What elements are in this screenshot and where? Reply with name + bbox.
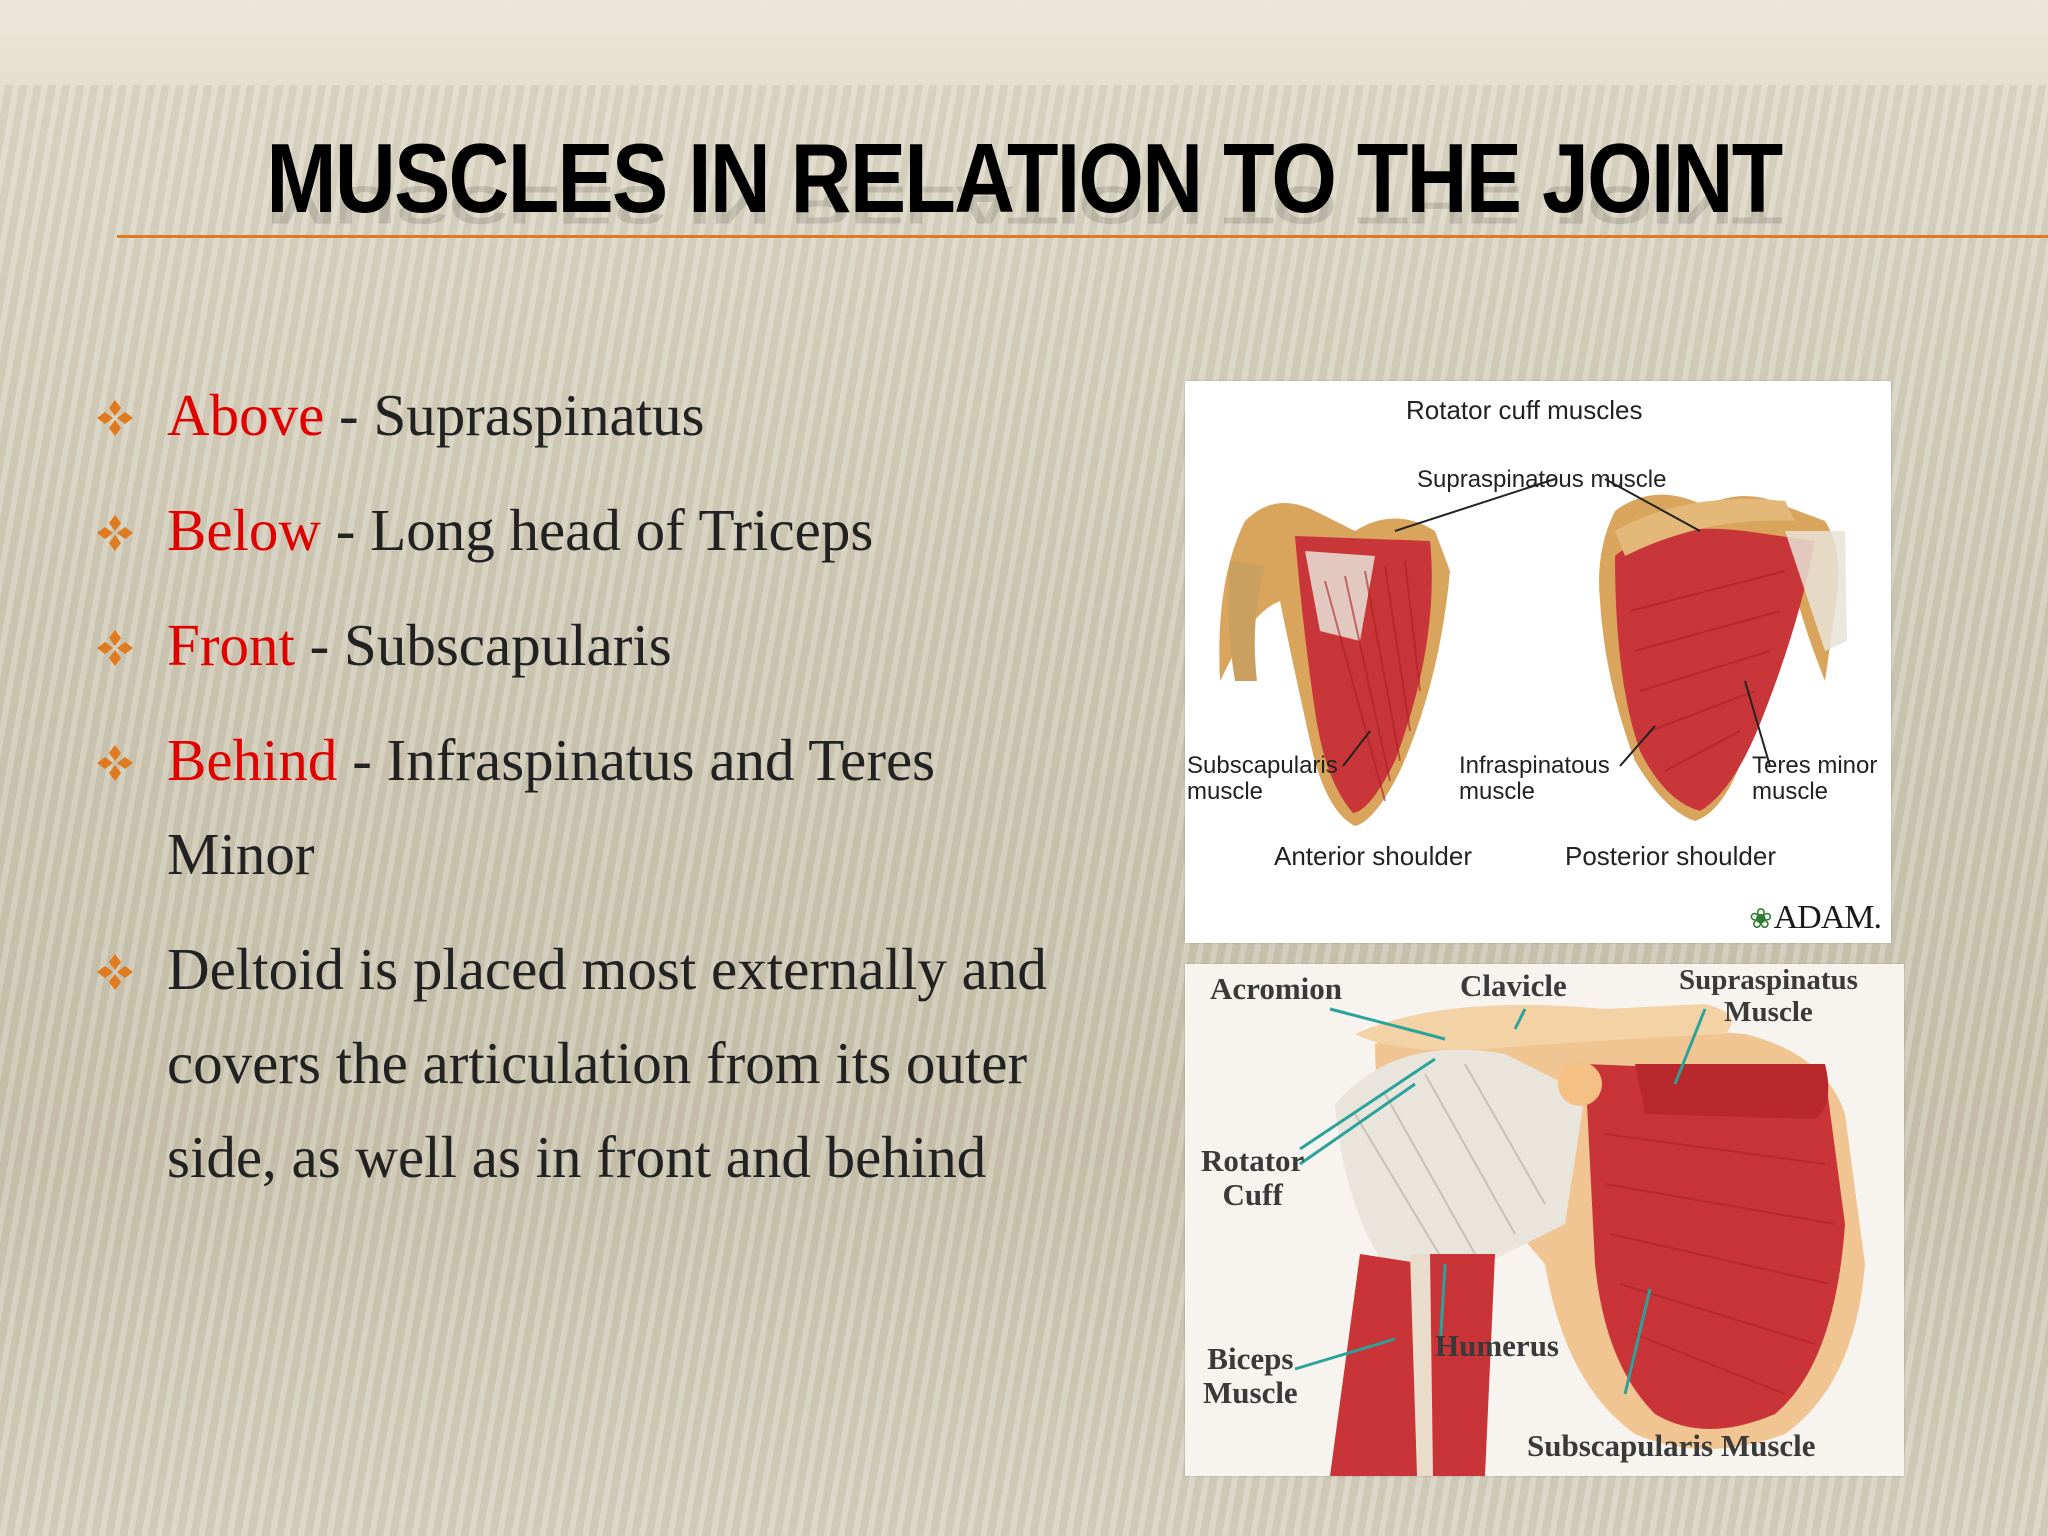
diamond-bullet-icon	[95, 922, 139, 1016]
diamond-bullet-icon	[95, 483, 139, 577]
label-subscapularis-muscle: Subscapularis Muscle	[1527, 1428, 1816, 1463]
bullet-list: Above - Supraspinatus Below - Long head …	[95, 368, 1095, 1225]
label-supraspinatous-muscle: Supraspinatous muscle	[1417, 466, 1667, 493]
label-supraspinatus-muscle: Supraspinatus Muscle	[1679, 964, 1858, 1028]
diamond-bullet-icon	[95, 368, 139, 462]
bullet-item-front: Front - Subscapularis	[95, 598, 1095, 692]
bullet-text: - Infraspinatus and Teres Minor	[167, 727, 936, 887]
shoulder-anatomy-illustration: Acromion Clavicle Supraspinatus Muscle R…	[1185, 964, 1904, 1476]
bullet-keyword: Behind	[167, 727, 338, 793]
label-subscapularis-muscle: Subscapularis muscle	[1187, 752, 1338, 805]
bullet-keyword: Below	[167, 497, 322, 563]
anterior-shoulder-drawing	[1219, 503, 1450, 826]
bullet-keyword: Above	[167, 382, 325, 448]
bullet-keyword: Front	[167, 612, 295, 678]
label-teres-minor-muscle: Teres minor muscle	[1752, 752, 1878, 805]
bullet-text: Deltoid is placed most externally and co…	[167, 936, 1047, 1190]
adam-leaf-icon: ❀	[1749, 904, 1772, 935]
bullet-item-above: Above - Supraspinatus	[95, 368, 1095, 462]
bullet-item-behind: Behind - Infraspinatus and Teres Minor	[95, 713, 1095, 901]
bullet-text: - Subscapularis	[294, 612, 672, 678]
rotator-cuff-drawing	[1219, 478, 1847, 826]
adam-logo: ❀ADAM.	[1749, 899, 1882, 937]
bullet-text: - Long head of Triceps	[321, 497, 874, 563]
slide-top-band	[0, 0, 2048, 85]
label-biceps-muscle: Biceps Muscle	[1203, 1341, 1298, 1410]
label-anterior-shoulder: Anterior shoulder	[1274, 841, 1472, 871]
adam-logo-text: ADAM.	[1773, 899, 1882, 936]
diamond-bullet-icon	[95, 598, 139, 692]
label-infraspinatous-muscle: Infraspinatous muscle	[1459, 752, 1610, 805]
bullet-item-deltoid: Deltoid is placed most externally and co…	[95, 922, 1095, 1204]
label-acromion: Acromion	[1210, 971, 1343, 1006]
label-posterior-shoulder: Posterior shoulder	[1565, 841, 1776, 871]
figure-title: Rotator cuff muscles	[1406, 395, 1643, 425]
posterior-shoulder-drawing	[1599, 494, 1847, 821]
slide-title: MUSCLES IN RELATION TO THE JOINT	[266, 123, 1783, 233]
label-clavicle: Clavicle	[1460, 968, 1567, 1003]
bullet-item-below: Below - Long head of Triceps	[95, 483, 1095, 577]
rotator-cuff-illustration: Rotator cuff muscles Supraspinatous musc…	[1185, 381, 1891, 943]
title-underline	[117, 235, 2048, 238]
shoulder-anatomy-drawing	[1294, 1004, 1865, 1476]
label-rotator-cuff: Rotator Cuff	[1201, 1143, 1305, 1212]
label-humerus: Humerus	[1435, 1328, 1559, 1363]
bullet-text: - Supraspinatus	[324, 382, 705, 448]
diamond-bullet-icon	[95, 713, 139, 807]
